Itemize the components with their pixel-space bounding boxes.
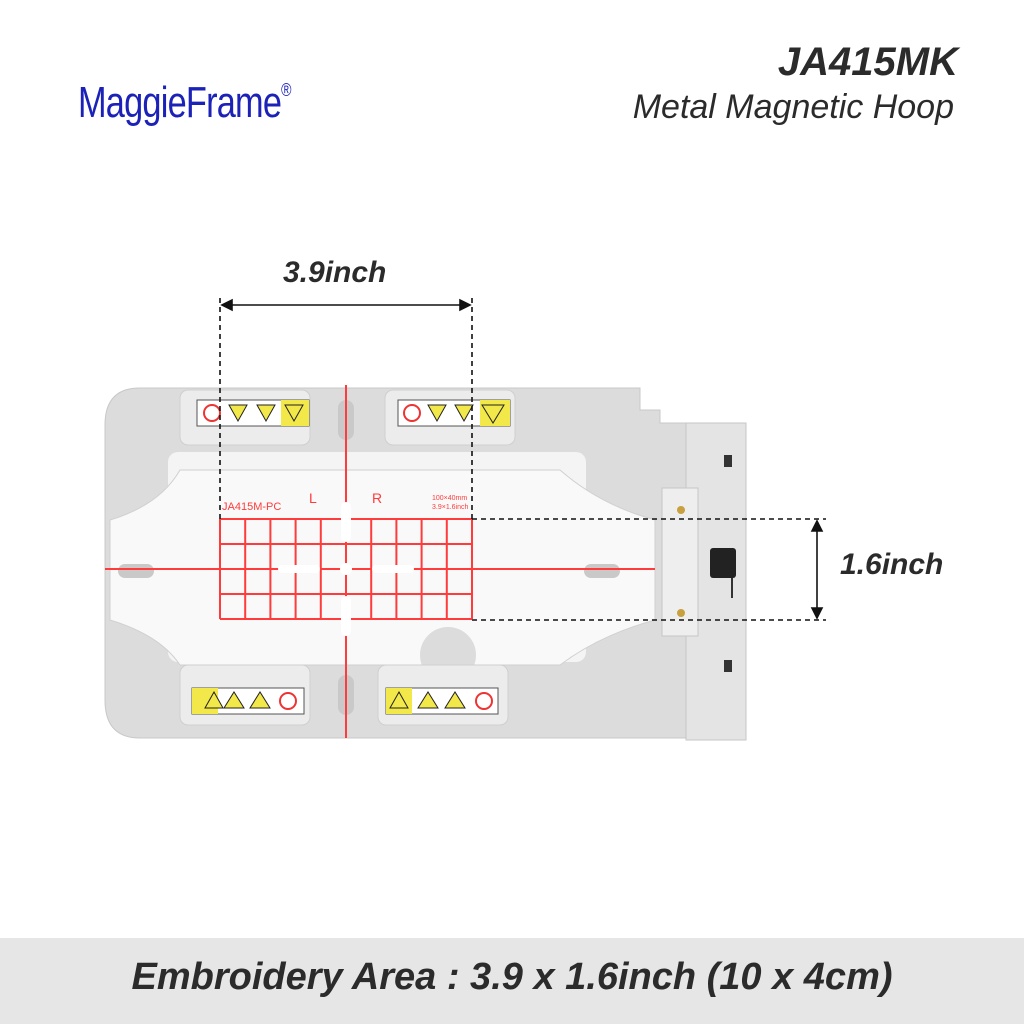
size-mm: 100×40mm xyxy=(432,495,467,502)
height-dimension xyxy=(472,518,826,621)
embroidery-area-text: Embroidery Area : 3.9 x 1.6inch (10 x 4c… xyxy=(131,956,893,998)
product-subtitle: Metal Magnetic Hoop xyxy=(632,88,954,126)
footer-banner: Embroidery Area : 3.9 x 1.6inch (10 x 4c… xyxy=(0,938,1024,1024)
width-label: 3.9inch xyxy=(283,256,387,289)
registered-mark: ® xyxy=(281,80,291,100)
height-label: 1.6inch xyxy=(840,548,944,581)
warning-labels xyxy=(191,399,511,715)
right-mark: R xyxy=(372,490,382,506)
brand-name: MaggieFrame xyxy=(78,78,282,127)
bracket-latch xyxy=(710,548,736,578)
part-number: JA415M-PC xyxy=(222,501,281,513)
left-mark: L xyxy=(309,490,317,506)
size-inch: 3.9×1.6inch xyxy=(432,504,468,511)
model-number: JA415MK xyxy=(777,40,958,84)
width-dimension xyxy=(219,298,473,519)
brand-logo: MaggieFrame® xyxy=(78,78,292,128)
